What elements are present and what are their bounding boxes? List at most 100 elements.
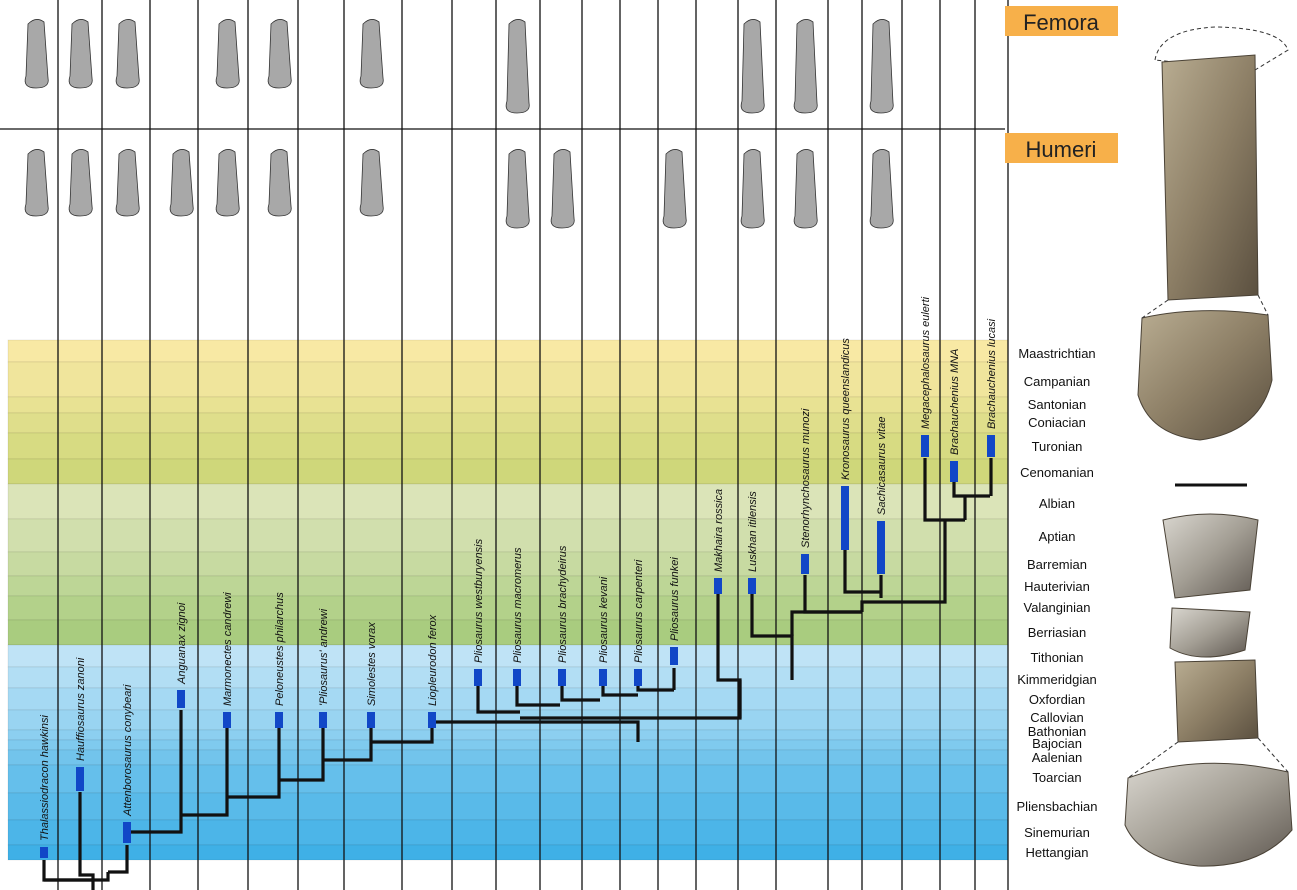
taxon-label: Liopleurodon ferox — [427, 614, 439, 706]
branch — [44, 860, 93, 880]
taxon-label: Makhaira rossica — [713, 489, 725, 572]
stage-label: Aptian — [1039, 529, 1076, 544]
stage-band — [8, 433, 1008, 459]
limb-bone-outlines — [25, 19, 893, 228]
femur-outline — [870, 19, 893, 113]
taxon-label: Peloneustes philarchus — [274, 592, 286, 706]
stage-label: Turonian — [1032, 439, 1083, 454]
humerus-outline — [794, 149, 817, 228]
humerus-outline — [870, 149, 893, 228]
stage-label: Campanian — [1024, 374, 1091, 389]
stage-band — [8, 484, 1008, 519]
taxon-label: Brachauchenius lucasi — [986, 318, 998, 429]
range-bar — [319, 712, 327, 728]
stage-label: Kimmeridgian — [1017, 672, 1096, 687]
stage-band — [8, 397, 1008, 413]
dashed-connector — [1258, 295, 1268, 315]
range-bar — [599, 669, 607, 686]
humerus-outline — [116, 149, 139, 216]
femur-outline — [741, 19, 764, 113]
taxon-label: Simolestes vorax — [366, 622, 378, 706]
stage-band — [8, 845, 1008, 860]
femur-outline — [360, 19, 383, 88]
femur-photo-head — [1138, 311, 1272, 440]
stage-label: Callovian — [1030, 710, 1083, 725]
taxon-label: Kronosaurus queenslandicus — [840, 338, 852, 480]
femora-header-text: Femora — [1023, 10, 1100, 35]
range-bar — [275, 712, 283, 728]
stage-band — [8, 793, 1008, 820]
humerus-outline — [741, 149, 764, 228]
humerus-outline — [506, 149, 529, 228]
range-bar — [841, 486, 849, 550]
humerus-outline — [268, 149, 291, 216]
femur-outline — [69, 19, 92, 88]
branch — [44, 872, 108, 880]
humerus-outline — [551, 149, 574, 228]
stage-label: Pliensbachian — [1017, 799, 1098, 814]
stage-label: Valanginian — [1024, 600, 1091, 615]
taxon-label: Pliosaurus macromerus — [512, 547, 524, 663]
range-bar — [474, 669, 482, 686]
stage-label: Bajocian — [1032, 736, 1082, 751]
range-bar — [877, 521, 885, 574]
humeri-header-text: Humeri — [1026, 137, 1097, 162]
humerus-outline — [25, 149, 48, 216]
stage-band — [8, 596, 1008, 620]
femur-outline — [268, 19, 291, 88]
stage-band — [8, 688, 1008, 710]
stage-band — [8, 667, 1008, 688]
range-bar — [40, 847, 48, 858]
stage-label: Tithonian — [1031, 650, 1084, 665]
femur-outline — [25, 19, 48, 88]
range-bar — [987, 435, 995, 457]
range-bar — [714, 578, 722, 594]
femur-photo-shaft — [1162, 55, 1258, 300]
range-bar — [950, 461, 958, 482]
taxon-label: Pliosaurus kevani — [598, 576, 610, 663]
stage-label: Hettangian — [1026, 845, 1089, 860]
humerus-outline — [663, 149, 686, 228]
taxon-label: Luskhan itilensis — [747, 491, 759, 572]
stage-label: Berriasian — [1028, 625, 1087, 640]
taxon-label: Stenorhynchosaurus munozi — [800, 408, 812, 548]
stage-band — [8, 620, 1008, 645]
humerus-photo-head — [1125, 763, 1292, 866]
range-bar — [513, 669, 521, 686]
range-bar — [367, 712, 375, 728]
range-bar — [223, 712, 231, 728]
taxon-label: Marmonectes candrewi — [222, 592, 234, 706]
stage-label: Santonian — [1028, 397, 1087, 412]
taxon-label: Anguanax zignoi — [176, 602, 188, 685]
taxon-label: Pliosaurus funkei — [669, 557, 681, 641]
taxon-label: Thalassiodracon hawkinsi — [39, 714, 51, 841]
range-bar — [428, 712, 436, 728]
stage-label: Albian — [1039, 496, 1075, 511]
humerus-outline — [216, 149, 239, 216]
range-bar — [748, 578, 756, 594]
humerus-outline — [360, 149, 383, 216]
stage-band — [8, 750, 1008, 765]
femora-header: Femora — [1005, 6, 1118, 36]
taxon-label: 'Pliosaurus' andrewi — [318, 608, 330, 706]
stage-label: Coniacian — [1028, 415, 1086, 430]
taxon-label: Hauffiosaurus zanoni — [75, 657, 87, 761]
stage-band — [8, 413, 1008, 433]
stage-label: Sinemurian — [1024, 825, 1090, 840]
range-bar — [670, 647, 678, 665]
taxon-label: Pliosaurus carpenteri — [633, 559, 645, 663]
stage-band — [8, 730, 1008, 740]
humerus-outline — [170, 149, 193, 216]
taxon-label: Brachauchenius MNA — [949, 349, 961, 455]
range-bar — [76, 767, 84, 791]
stage-label: Cenomanian — [1020, 465, 1094, 480]
femur-outline — [216, 19, 239, 88]
humeri-header: Humeri — [1005, 133, 1118, 163]
stage-label: Barremian — [1027, 557, 1087, 572]
stage-band — [8, 740, 1008, 750]
femur-outline — [506, 19, 529, 113]
taxon-label: Attenborosaurus conybeari — [122, 684, 134, 817]
taxon-label: Megacephalosaurus eulerti — [920, 296, 932, 429]
range-bar — [558, 669, 566, 686]
